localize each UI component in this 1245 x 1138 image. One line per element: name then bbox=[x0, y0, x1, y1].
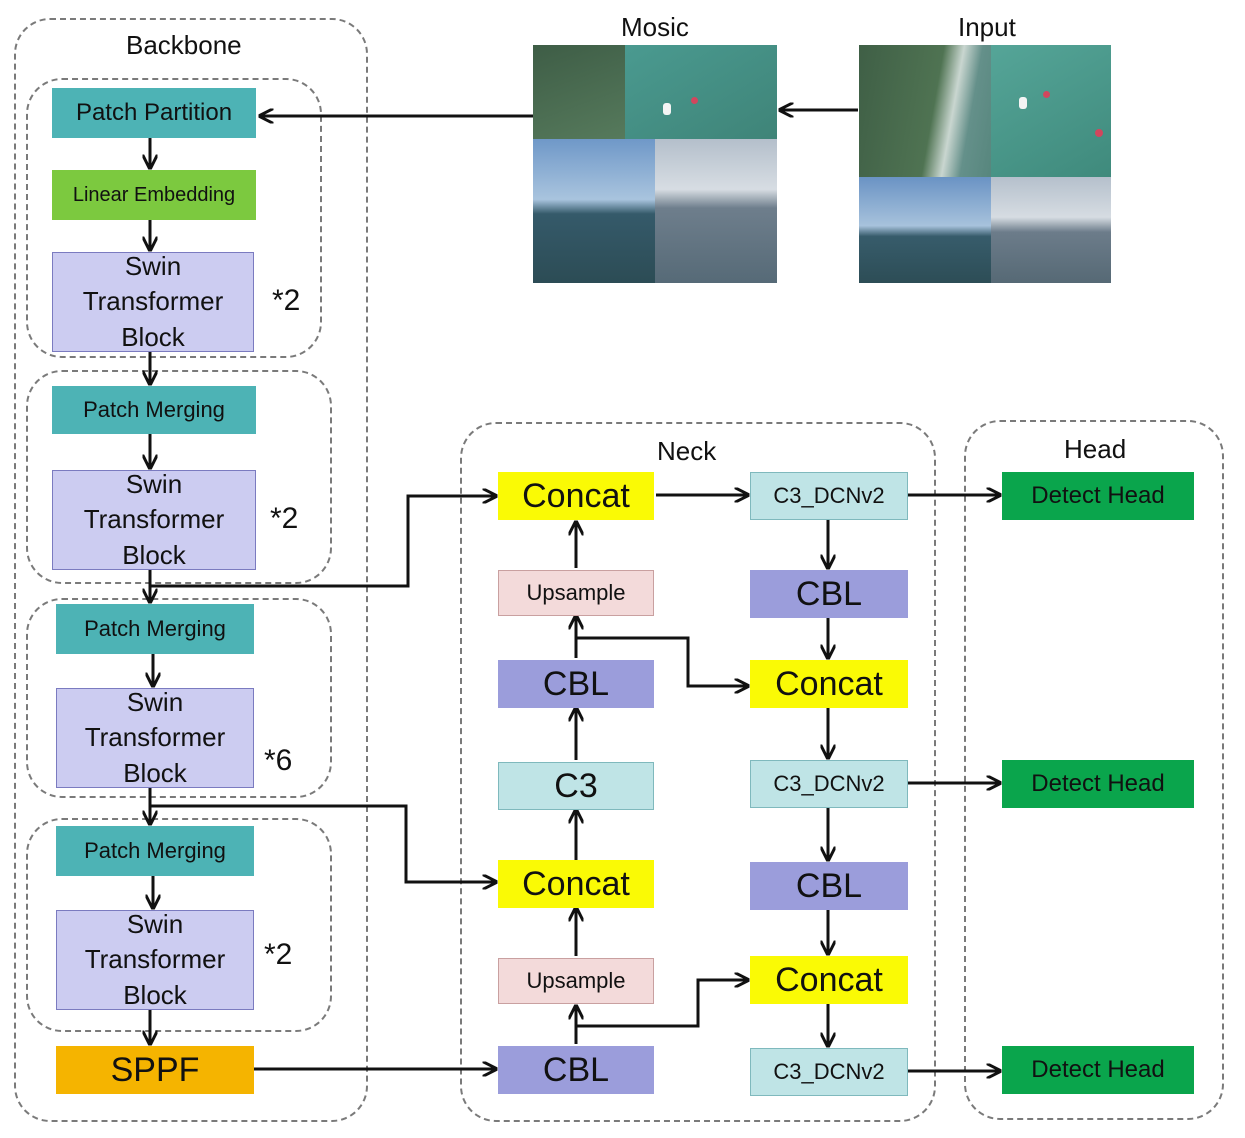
concat-box-right-lower: Concat bbox=[750, 956, 908, 1004]
stage-4-multiplier: *2 bbox=[264, 938, 293, 971]
stage-1-multiplier: *2 bbox=[272, 284, 301, 317]
input-title: Input bbox=[958, 12, 1016, 42]
patch-merging-box-2: Patch Merging bbox=[56, 604, 254, 654]
stage-3-multiplier: *6 bbox=[264, 744, 293, 777]
patch-merging-box-3: Patch Merging bbox=[56, 826, 254, 876]
upsample-box-top: Upsample bbox=[498, 570, 654, 616]
c3-dcnv2-box-mid: C3_DCNv2 bbox=[750, 760, 908, 808]
backbone-stage-2 bbox=[26, 370, 332, 584]
cbl-box-left-bottom: CBL bbox=[498, 1046, 654, 1094]
input-image bbox=[859, 45, 1111, 283]
detect-head-box-3: Detect Head bbox=[1002, 1046, 1194, 1094]
mosaic-image bbox=[533, 45, 777, 283]
cbl-box-right-lower: CBL bbox=[750, 862, 908, 910]
linear-embedding-box: Linear Embedding bbox=[52, 170, 256, 220]
swin-transformer-block-3: Swin Transformer Block bbox=[56, 687, 254, 788]
concat-box-top-left: Concat bbox=[498, 472, 654, 520]
patch-partition-box: Patch Partition bbox=[52, 88, 256, 138]
c3-box: C3 bbox=[498, 762, 654, 810]
concat-box-mid-left: Concat bbox=[498, 860, 654, 908]
head-group bbox=[964, 420, 1224, 1120]
mosaic-title: Mosic bbox=[621, 12, 689, 42]
concat-box-right-upper: Concat bbox=[750, 660, 908, 708]
c3-dcnv2-box-bottom: C3_DCNv2 bbox=[750, 1048, 908, 1096]
cbl-box-right-upper: CBL bbox=[750, 570, 908, 618]
backbone-stage-4 bbox=[26, 818, 332, 1032]
neck-group bbox=[460, 422, 936, 1122]
neck-title: Neck bbox=[657, 436, 717, 466]
detect-head-box-2: Detect Head bbox=[1002, 760, 1194, 808]
upsample-box-bottom: Upsample bbox=[498, 958, 654, 1004]
backbone-stage-1 bbox=[26, 78, 322, 358]
stage-2-multiplier: *2 bbox=[270, 502, 299, 535]
swin-transformer-block-2: Swin Transformer Block bbox=[52, 469, 256, 570]
backbone-title: Backbone bbox=[126, 30, 242, 60]
patch-merging-box-1: Patch Merging bbox=[52, 386, 256, 434]
swin-transformer-block-4: Swin Transformer Block bbox=[56, 909, 254, 1010]
detect-head-box-1: Detect Head bbox=[1002, 472, 1194, 520]
sppf-box: SPPF bbox=[56, 1046, 254, 1094]
backbone-stage-3 bbox=[26, 598, 332, 798]
swin-transformer-block-1: Swin Transformer Block bbox=[52, 251, 254, 352]
cbl-box-left-upper: CBL bbox=[498, 660, 654, 708]
c3-dcnv2-box-top: C3_DCNv2 bbox=[750, 472, 908, 520]
backbone-group bbox=[14, 18, 368, 1122]
head-title: Head bbox=[1064, 434, 1127, 464]
